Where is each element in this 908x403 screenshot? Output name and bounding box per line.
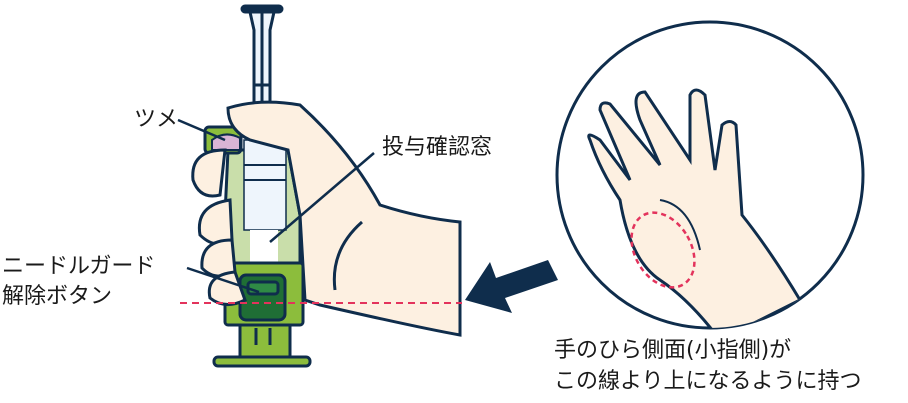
palm-inset <box>555 20 865 330</box>
dose-window <box>250 230 278 265</box>
claw-label: ツメ <box>134 107 179 132</box>
palm-edge-highlight <box>630 211 696 289</box>
dose-window-label: 投与確認窓 <box>382 135 493 160</box>
needle-guard-label-line2: 解除ボタン <box>2 284 113 309</box>
needle-guard-label-line1: ニードルガード <box>2 254 156 279</box>
leader-lines <box>177 118 375 294</box>
arrow-icon <box>465 260 558 313</box>
plunger <box>240 4 284 112</box>
instruction-line2: この線より上になるように持つ <box>554 369 862 394</box>
hand <box>191 100 462 337</box>
instruction-line1: 手のひら側面(小指側)が <box>554 338 792 363</box>
